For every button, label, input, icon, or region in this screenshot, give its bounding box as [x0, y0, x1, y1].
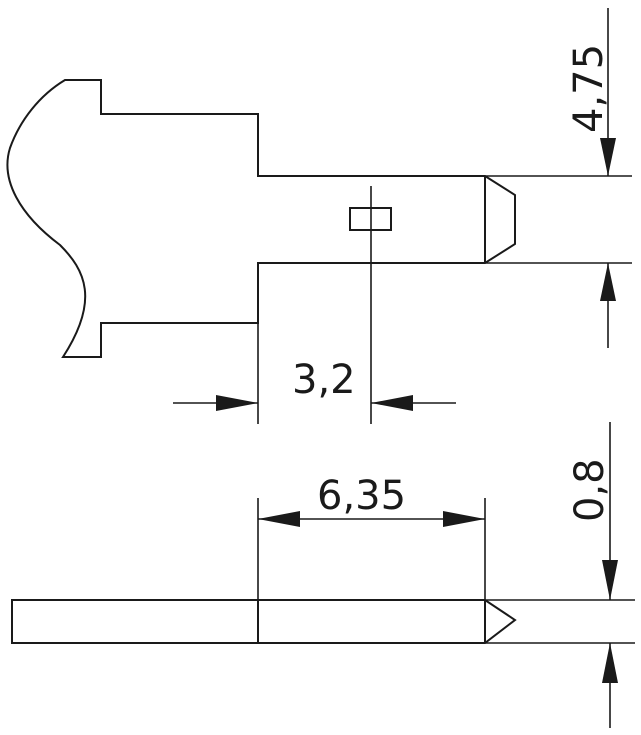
arrowhead [443, 511, 485, 527]
arrowhead [371, 395, 413, 411]
dimension-label-offset: 3,2 [292, 357, 356, 403]
arrowhead [216, 395, 258, 411]
dimension-width-top: 4,75 [566, 8, 616, 348]
dimension-label-length: 6,35 [317, 473, 406, 519]
arrowhead [602, 560, 618, 600]
arrowhead [600, 263, 616, 301]
arrowhead [602, 643, 618, 683]
dimension-length: 6,35 [258, 473, 485, 527]
side-outline [11, 599, 517, 644]
dimension-label-thickness: 0,8 [567, 458, 613, 522]
arrowhead [258, 511, 300, 527]
terminal-side-view [11, 599, 517, 644]
dimension-offset: 3,2 [173, 357, 456, 411]
terminal-top-view [6, 79, 516, 424]
dimension-thickness: 0,8 [567, 422, 618, 728]
arrowhead [600, 138, 616, 176]
dimension-label-width-top: 4,75 [566, 44, 612, 133]
terminal-outline [6, 79, 516, 358]
